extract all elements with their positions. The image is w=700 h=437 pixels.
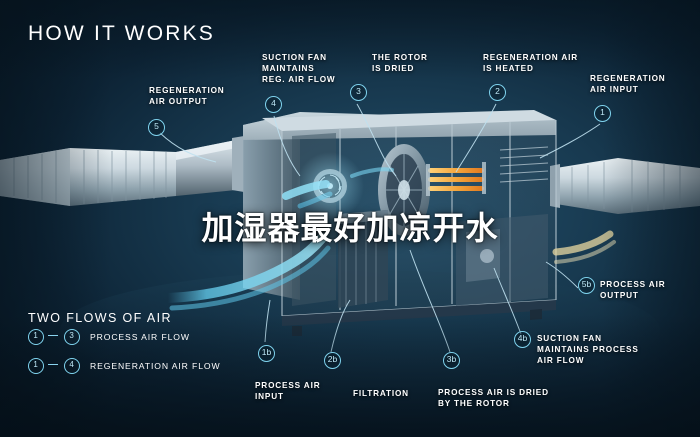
line-1: PROCESS AIR [255, 381, 321, 390]
callout-badge-4-suction-fan[interactable]: 4 [265, 96, 282, 113]
line-1: REGENERATION AIR [483, 53, 579, 62]
line-1: THE ROTOR [372, 53, 428, 62]
line-1: REGENERATION [149, 86, 225, 95]
left-duct [0, 136, 244, 206]
line-1: PROCESS AIR [600, 280, 666, 289]
callout-badge-5-regeneration-output[interactable]: 5 [148, 119, 165, 136]
callout-label-suction-fan-reg: SUCTION FAN MAINTAINS REG. AIR FLOW [262, 52, 336, 85]
line-3: AIR FLOW [537, 356, 585, 365]
line-3: REG. AIR FLOW [262, 75, 336, 84]
legend-badge-from: 1 [28, 358, 44, 374]
callout-label-suction-fan-process: SUCTION FAN MAINTAINS PROCESS AIR FLOW [537, 333, 639, 366]
line-2: AIR INPUT [590, 85, 639, 94]
callout-label-process-air-dried: PROCESS AIR IS DRIED BY THE ROTOR [438, 387, 549, 409]
line-1: SUCTION FAN [262, 53, 327, 62]
line-1: FILTRATION [353, 389, 409, 398]
line-2: MAINTAINS [262, 64, 315, 73]
callout-badge-3-process-dried[interactable]: 3b [443, 352, 460, 369]
line-2: IS DRIED [372, 64, 415, 73]
callout-badge-4-suction-fan-process[interactable]: 4b [514, 331, 531, 348]
legend-label: REGENERATION AIR FLOW [90, 361, 221, 371]
legend-badge-to: 3 [64, 329, 80, 345]
page-title: HOW IT WORKS [28, 22, 216, 45]
callout-label-filtration: FILTRATION [353, 388, 409, 399]
overlay-headline: 加湿器最好加凉开水 [201, 209, 499, 247]
line-2: AIR OUTPUT [149, 97, 208, 106]
legend-badge-to: 4 [64, 358, 80, 374]
callout-label-regeneration-air-input: REGENERATION AIR INPUT [590, 73, 666, 95]
legend-title: TWO FLOWS OF AIR [28, 311, 172, 325]
line-1: SUCTION FAN [537, 334, 602, 343]
legend-label: PROCESS AIR FLOW [90, 332, 190, 342]
legend-dash [48, 364, 58, 365]
callout-badge-2-filtration[interactable]: 2b [324, 352, 341, 369]
line-2: IS HEATED [483, 64, 534, 73]
legend-badge-from: 1 [28, 329, 44, 345]
legend-dash [48, 335, 58, 336]
line-1: REGENERATION [590, 74, 666, 83]
line-2: INPUT [255, 392, 284, 401]
callout-badge-2-regeneration-heated[interactable]: 2 [489, 84, 506, 101]
line-2: OUTPUT [600, 291, 639, 300]
callout-label-process-air-output: PROCESS AIR OUTPUT [600, 279, 665, 301]
callout-label-regeneration-air-output: REGENERATION AIR OUTPUT [149, 85, 225, 107]
legend-row-process-air-flow: 1 3 PROCESS AIR FLOW [28, 329, 288, 345]
callout-label-process-air-input: PROCESS AIR INPUT [255, 380, 320, 402]
callout-badge-1-process-input[interactable]: 1b [258, 345, 275, 362]
line-1: PROCESS AIR IS DRIED [438, 388, 549, 397]
callout-badge-1-regeneration-input[interactable]: 1 [594, 105, 611, 122]
callout-label-regeneration-heated: REGENERATION AIR IS HEATED [483, 52, 578, 74]
callout-label-rotor-dried: THE ROTOR IS DRIED [372, 52, 428, 74]
legend-row-regeneration-air-flow: 1 4 REGENERATION AIR FLOW [28, 358, 318, 374]
callout-badge-3-rotor-dried[interactable]: 3 [350, 84, 367, 101]
line-2: BY THE ROTOR [438, 399, 510, 408]
line-2: MAINTAINS PROCESS [537, 345, 639, 354]
callout-badge-5-process-output[interactable]: 5b [578, 277, 595, 294]
